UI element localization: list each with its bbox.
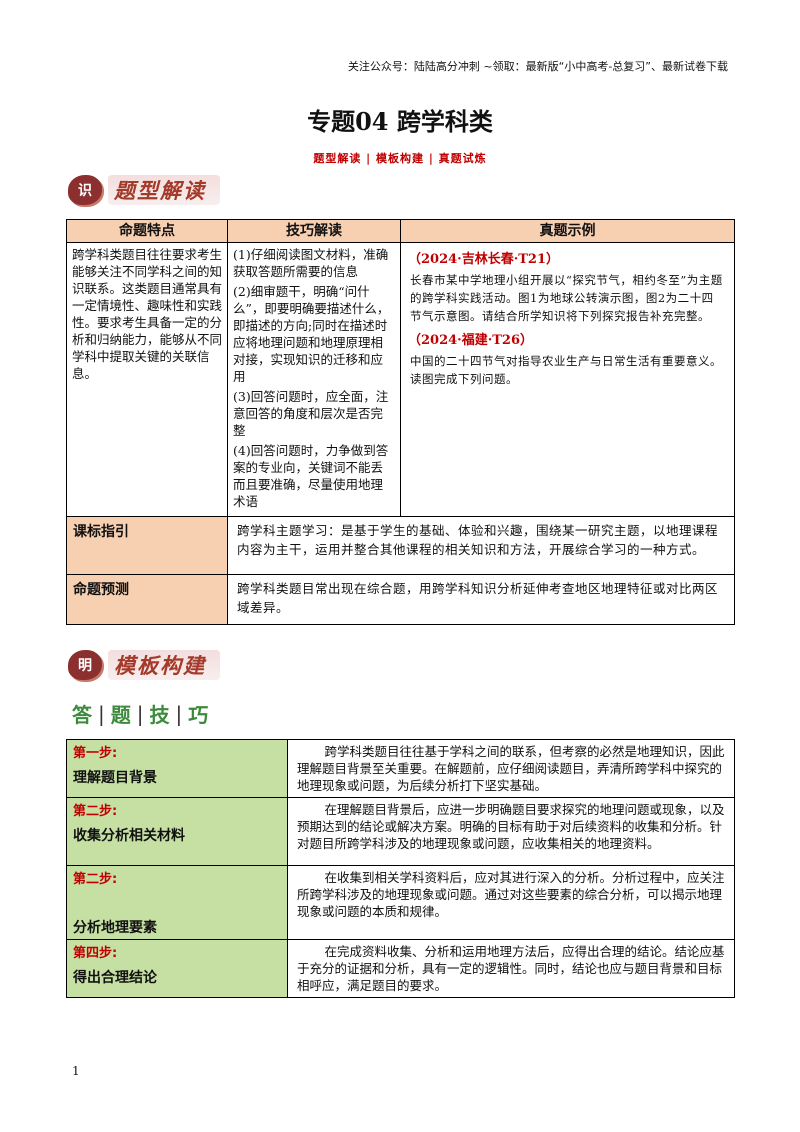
page-subtitle: 题型解读 | 模板构建 | 真题试炼 <box>313 152 487 165</box>
step-name: 收集分析相关材料 <box>73 828 185 844</box>
step-description: 跨学科类题目往往基于学科之间的联系，但考察的必然是地理知识，因此理解题目背景至关… <box>297 744 725 793</box>
step-name: 得出合理结论 <box>73 970 157 986</box>
example-text: 长春市某中学地理小组开展以“探究节气，相约冬至”为主题的跨学科实践活动。图1为地… <box>410 273 723 323</box>
question-features-table: 命题特点 技巧解读 真题示例 跨学科类题目往往要求考生能够关注不同学科之间的知识… <box>66 219 735 625</box>
prediction-cell: 跨学科类题目常出现在综合题，用跨学科知识分析延伸考查地区地理特征或对比两区域差异… <box>227 574 735 625</box>
curriculum-text: 跨学科主题学习：是基于学生的基础、体验和兴趣，围绕某一研究主题，以地理课程内容为… <box>237 523 719 557</box>
table-header: 技巧解读 <box>227 219 401 243</box>
step-description: 在完成资料收集、分析和运用地理方法后，应得出合理的结论。结论应基于充分的证据和分… <box>297 944 725 993</box>
page-title: 专题04 跨学科类 <box>307 107 493 136</box>
skill-title-char: 技 <box>149 703 170 727</box>
step-name: 理解题目背景 <box>73 770 157 786</box>
row-label-curriculum: 课标指引 <box>66 516 228 575</box>
curriculum-cell: 跨学科主题学习：是基于学生的基础、体验和兴趣，围绕某一研究主题，以地理课程内容为… <box>227 516 735 575</box>
feature-cell: 跨学科类题目往往要求考生能够关注不同学科之间的知识联系。这类题目通常具有一定情境… <box>66 242 228 517</box>
skill-title-char: 巧 <box>188 703 209 727</box>
step-number: 第二步: <box>73 872 118 887</box>
step-desc-cell: 跨学科类题目往往基于学科之间的联系，但考察的必然是地理知识，因此理解题目背景至关… <box>287 739 735 798</box>
step-desc-cell: 在完成资料收集、分析和运用地理方法后，应得出合理的结论。结论应基于充分的证据和分… <box>287 939 735 998</box>
tip-item: (2)细审题干，明确“问什么”，即要明确要描述什么，即描述的方向;同时在描述时应… <box>233 284 390 384</box>
section-banner-2: 明 模板构建 <box>68 647 220 683</box>
page-number: 1 <box>72 1064 80 1078</box>
prediction-text: 跨学科类题目常出现在综合题，用跨学科知识分析延伸考查地区地理特征或对比两区域差异… <box>237 581 719 615</box>
example-tag: （2024·吉林长春·T21） <box>408 252 559 267</box>
step-cell: 第四步: 得出合理结论 <box>66 939 288 998</box>
table-header: 命题特点 <box>66 219 228 243</box>
examples-cell: （2024·吉林长春·T21） 长春市某中学地理小组开展以“探究节气，相约冬至”… <box>400 242 735 517</box>
tip-item: (4)回答问题时，力争做到答案的专业向，关键词不能丢而且要准确，尽量使用地理术语 <box>233 443 389 509</box>
section-label: 题型解读 <box>108 175 220 205</box>
row-label-prediction: 命题预测 <box>66 574 228 625</box>
step-cell: 第二步: 分析地理要素 <box>66 865 288 940</box>
section-badge-icon: 识 <box>68 175 102 205</box>
step-desc-cell: 在理解题目背景后，应进一步明确题目要求探究的地理问题或现象，以及预期达到的结论或… <box>287 797 735 866</box>
tip-item: (3)回答问题时，应全面，注意回答的角度和层次是否完整 <box>233 389 389 438</box>
step-name: 分析地理要素 <box>73 920 157 936</box>
example-text: 中国的二十四节气对指导农业生产与日常生活有重要意义。读图完成下列问题。 <box>410 354 722 386</box>
step-cell: 第一步: 理解题目背景 <box>66 739 288 798</box>
step-number: 第二步: <box>73 804 118 819</box>
skill-title-char: 答 <box>72 703 92 727</box>
step-cell: 第二步: 收集分析相关材料 <box>66 797 288 866</box>
example-tag: （2024·福建·T26） <box>408 333 533 348</box>
steps-table: 第一步: 理解题目背景 跨学科类题目往往基于学科之间的联系，但考察的必然是地理知… <box>66 739 735 998</box>
tip-item: (1)仔细阅读图文材料，准确获取答题所需要的信息 <box>233 247 389 279</box>
tips-cell: (1)仔细阅读图文材料，准确获取答题所需要的信息 (2)细审题干，明确“问什么”… <box>227 242 401 517</box>
header-note: 关注公众号：陆陆高分冲刺 ~领取：最新版“小中高考-总复习”、最新试卷下载 <box>347 60 728 73</box>
skill-title-char: 题 <box>110 703 131 727</box>
table-header: 真题示例 <box>400 219 735 243</box>
skill-title: 答| 题| 技| 巧 <box>72 699 208 728</box>
step-number: 第一步: <box>73 746 118 761</box>
feature-text: 跨学科类题目往往要求考生能够关注不同学科之间的知识联系。这类题目通常具有一定情境… <box>72 247 223 381</box>
step-number: 第四步: <box>73 946 118 961</box>
step-desc-cell: 在收集到相关学科资料后，应对其进行深入的分析。分析过程中，应关注所跨学科涉及的地… <box>287 865 735 940</box>
step-description: 在收集到相关学科资料后，应对其进行深入的分析。分析过程中，应关注所跨学科涉及的地… <box>297 870 725 919</box>
section-badge-icon: 明 <box>68 650 102 680</box>
section-banner-1: 识 题型解读 <box>68 172 220 208</box>
step-description: 在理解题目背景后，应进一步明确题目要求探究的地理问题或现象，以及预期达到的结论或… <box>297 802 725 851</box>
section-label: 模板构建 <box>108 650 220 680</box>
